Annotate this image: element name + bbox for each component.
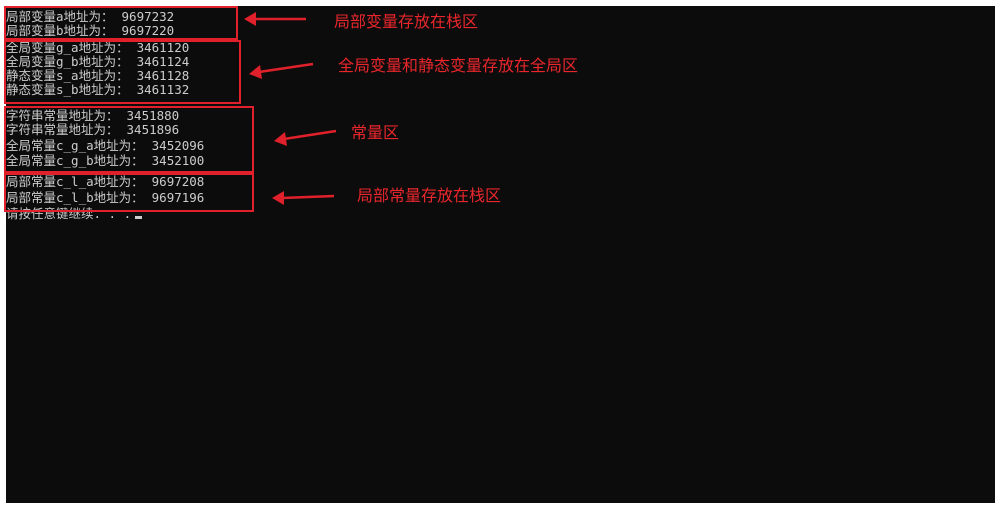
output-line-global-b: 全局变量g_b地址为：3461124 [6,54,190,69]
output-line-local-const-a: 局部常量c_l_a地址为：9697208 [6,174,205,189]
arrow-icon [244,12,306,26]
highlight-box-constants [4,106,254,173]
output-line-string-const-1: 字符串常量地址为：3451880 [6,108,180,123]
annotation-constant: 常量区 [351,123,400,142]
output-line-global-const-b: 全局常量c_g_b地址为：3452100 [6,153,205,168]
highlight-box-local-consts [4,173,254,212]
output-line-global-a: 全局变量g_a地址为：3461120 [6,40,190,55]
highlight-box-global-static [4,40,241,104]
output-line-static-b: 静态变量s_b地址为：3461132 [6,82,190,97]
output-line-local-const-b: 局部常量c_l_b地址为：9697196 [6,190,205,205]
arrow-icon [272,191,335,205]
highlight-box-stack-vars [4,6,238,40]
console-window[interactable]: 局部变量a地址为：9697232 局部变量b地址为：9697220 全局变量g_… [6,6,995,503]
output-line-static-a: 静态变量s_a地址为：3461128 [6,68,190,83]
annotation-stack: 局部变量存放在栈区 [334,12,479,31]
output-line-local-a: 局部变量a地址为：9697232 [6,9,175,24]
annotation-local-const: 局部常量存放在栈区 [357,186,502,205]
output-line-local-b: 局部变量b地址为：9697220 [6,23,175,38]
text-cursor [135,216,143,219]
arrow-icon [249,62,314,79]
output-line-string-const-2: 字符串常量地址为：3451896 [6,122,180,137]
output-line-global-const-a: 全局常量c_g_a地址为：3452096 [6,138,205,153]
arrow-icon [274,129,337,146]
annotation-global-static: 全局变量和静态变量存放在全局区 [338,56,579,75]
